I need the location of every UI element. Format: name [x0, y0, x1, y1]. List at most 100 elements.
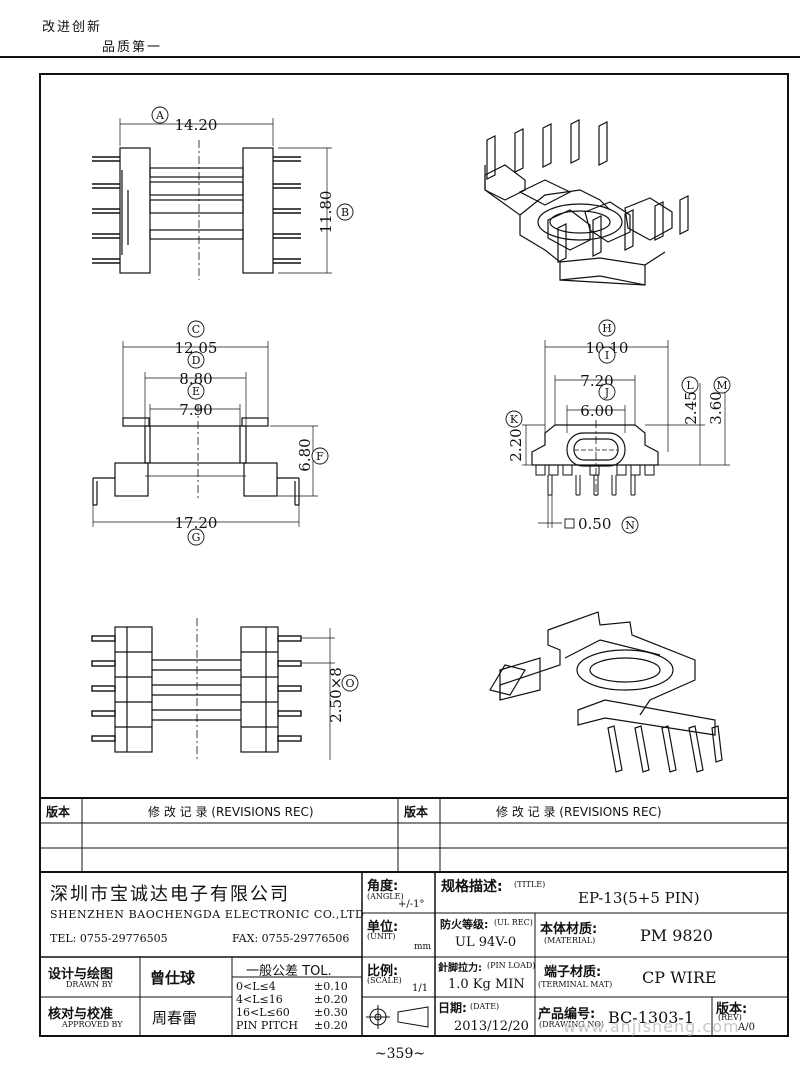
date-label-en: (DATE) — [470, 1002, 500, 1011]
svg-text:N: N — [625, 519, 635, 532]
terminal-label: 端子材质: — [544, 965, 602, 980]
approved-by-label-en: APPROVED BY — [62, 1020, 123, 1029]
tol-value-3: ±0.30 — [314, 1006, 348, 1019]
page-number: ~359~ — [374, 1046, 426, 1062]
svg-text:I: I — [605, 349, 609, 362]
svg-text:D: D — [192, 354, 201, 367]
drawing-sheet — [39, 73, 789, 1037]
company-name-cn: 深圳市宝诚达电子有限公司 — [50, 884, 290, 905]
svg-text:A: A — [155, 109, 165, 122]
company-name-en: SHENZHEN BAOCHENGDA ELECTRONIC CO.,LTD — [50, 908, 365, 921]
slogan-line-2: 品质第一 — [102, 40, 163, 55]
bottom-view — [91, 618, 335, 760]
drawing-no-value: BC-1303-1 — [608, 1008, 695, 1027]
tol-range-3: 16<L≤60 — [236, 1006, 290, 1019]
svg-text:B: B — [341, 206, 349, 219]
unit-label-en: (UNIT) — [367, 932, 396, 941]
dim-b-text: 11.80 — [317, 191, 335, 234]
material-value: PM 9820 — [640, 926, 713, 945]
tolerance-title: 一般公差 TOL. — [246, 964, 332, 979]
tolerance-values: ±0.10 ±0.20 ±0.30 ±0.20 — [314, 980, 348, 1032]
pin-load-label: 針脚拉力: — [438, 963, 482, 974]
tol-range-4: PIN PITCH — [236, 1019, 298, 1032]
label-b-circle: B — [336, 203, 354, 221]
drawn-by-value: 曾仕球 — [150, 969, 196, 987]
title-label-en: (TITLE) — [514, 880, 546, 889]
label-l-circle: L — [681, 376, 699, 394]
angle-label: 角度: — [367, 879, 399, 894]
rev-label-en: (REV) — [718, 1013, 742, 1022]
svg-text:O: O — [345, 677, 354, 690]
terminal-value: CP WIRE — [642, 968, 717, 987]
fire-rating-value: UL 94V-0 — [455, 935, 517, 950]
dim-f-text: 6.80 — [296, 438, 314, 471]
label-m-circle: M — [713, 376, 731, 394]
drawing-no-label: 产品编号: — [538, 1007, 596, 1022]
label-j-circle: J — [598, 383, 616, 401]
company-tel: TEL: 0755-29776505 — [50, 932, 168, 945]
title-label: 规格描述: — [441, 879, 503, 895]
drawing-no-label-en: (DRAWING NO) — [539, 1020, 605, 1029]
drawn-by-label: 设计与绘图 — [48, 967, 114, 982]
title-value: EP-13(5+5 PIN) — [578, 889, 700, 907]
approved-by-label: 核对与校准 — [48, 1007, 114, 1022]
rev-col-version-left: 版本 — [46, 805, 71, 819]
drawn-by-label-en: DRAWN BY — [66, 980, 113, 989]
angle-label-en: (ANGLE) — [367, 892, 404, 901]
dim-n-text: 0.50 — [578, 515, 611, 533]
watermark-text: www.anjisheng.com — [563, 1017, 740, 1036]
label-d-circle: D — [187, 351, 205, 369]
top-view — [92, 118, 332, 280]
fire-rating-label-en: (UL REC) — [494, 918, 533, 927]
rev-col-record-right: 修 改 记 录 (REVISIONS REC) — [496, 805, 662, 819]
label-f-circle: F — [311, 447, 329, 465]
company-fax: FAX: 0755-29776506 — [232, 932, 350, 945]
unit-value: mm — [414, 942, 432, 952]
material-label-en: (MATERIAL) — [544, 936, 596, 945]
svg-text:H: H — [602, 322, 612, 335]
dim-o-text: 2.50×8 — [327, 667, 345, 723]
label-e-circle: E — [187, 382, 205, 400]
unit-label: 单位: — [367, 920, 399, 935]
isometric-view-2 — [489, 611, 723, 773]
label-n-circle: N — [621, 516, 639, 534]
svg-text:M: M — [716, 379, 727, 392]
svg-text:C: C — [192, 323, 200, 336]
front-view — [92, 341, 318, 527]
angle-value: +/-1° — [398, 899, 425, 910]
label-i-circle: I — [598, 346, 616, 364]
tolerance-ranges: 0<L≤4 4<L≤16 16<L≤60 PIN PITCH — [236, 980, 298, 1032]
scale-label: 比例: — [367, 964, 399, 979]
dim-g-text: 17.20 — [175, 514, 218, 532]
dim-m-text: 3.60 — [707, 391, 725, 424]
terminal-label-en: (TERMINAL MAT) — [538, 980, 613, 989]
rev-col-record-left: 修 改 记 录 (REVISIONS REC) — [148, 805, 314, 819]
isometric-view-1 — [484, 119, 689, 286]
tol-range-2: 4<L≤16 — [236, 993, 283, 1006]
slogan-line-1: 改进创新 — [42, 20, 103, 35]
scale-value: 1/1 — [412, 983, 429, 994]
dim-d-text: 8.80 — [179, 370, 212, 388]
rev-col-version-right: 版本 — [404, 805, 429, 819]
scale-label-en: (SCALE) — [367, 976, 402, 985]
material-label: 本体材质: — [540, 922, 598, 937]
label-g-circle: G — [187, 528, 205, 546]
tol-value-1: ±0.10 — [314, 980, 348, 993]
date-value: 2013/12/20 — [454, 1019, 529, 1034]
svg-text:K: K — [510, 413, 519, 426]
dim-j-text: 6.00 — [580, 402, 613, 420]
svg-text:L: L — [686, 379, 694, 392]
label-h-circle: H — [598, 319, 616, 337]
dim-e-text: 7.90 — [179, 401, 212, 419]
pin-load-label-en: (PIN LOAD) — [487, 961, 536, 970]
tol-range-1: 0<L≤4 — [236, 980, 276, 993]
date-label: 日期: — [438, 1001, 467, 1015]
label-k-circle: K — [505, 410, 523, 428]
rev-value: A/0 — [738, 1022, 755, 1033]
label-c-circle: C — [187, 320, 205, 338]
dim-a-text: 14.20 — [175, 116, 218, 134]
label-a-circle: A — [151, 106, 169, 124]
projection-symbol — [366, 1005, 429, 1029]
rev-label: 版本: — [716, 1002, 748, 1017]
